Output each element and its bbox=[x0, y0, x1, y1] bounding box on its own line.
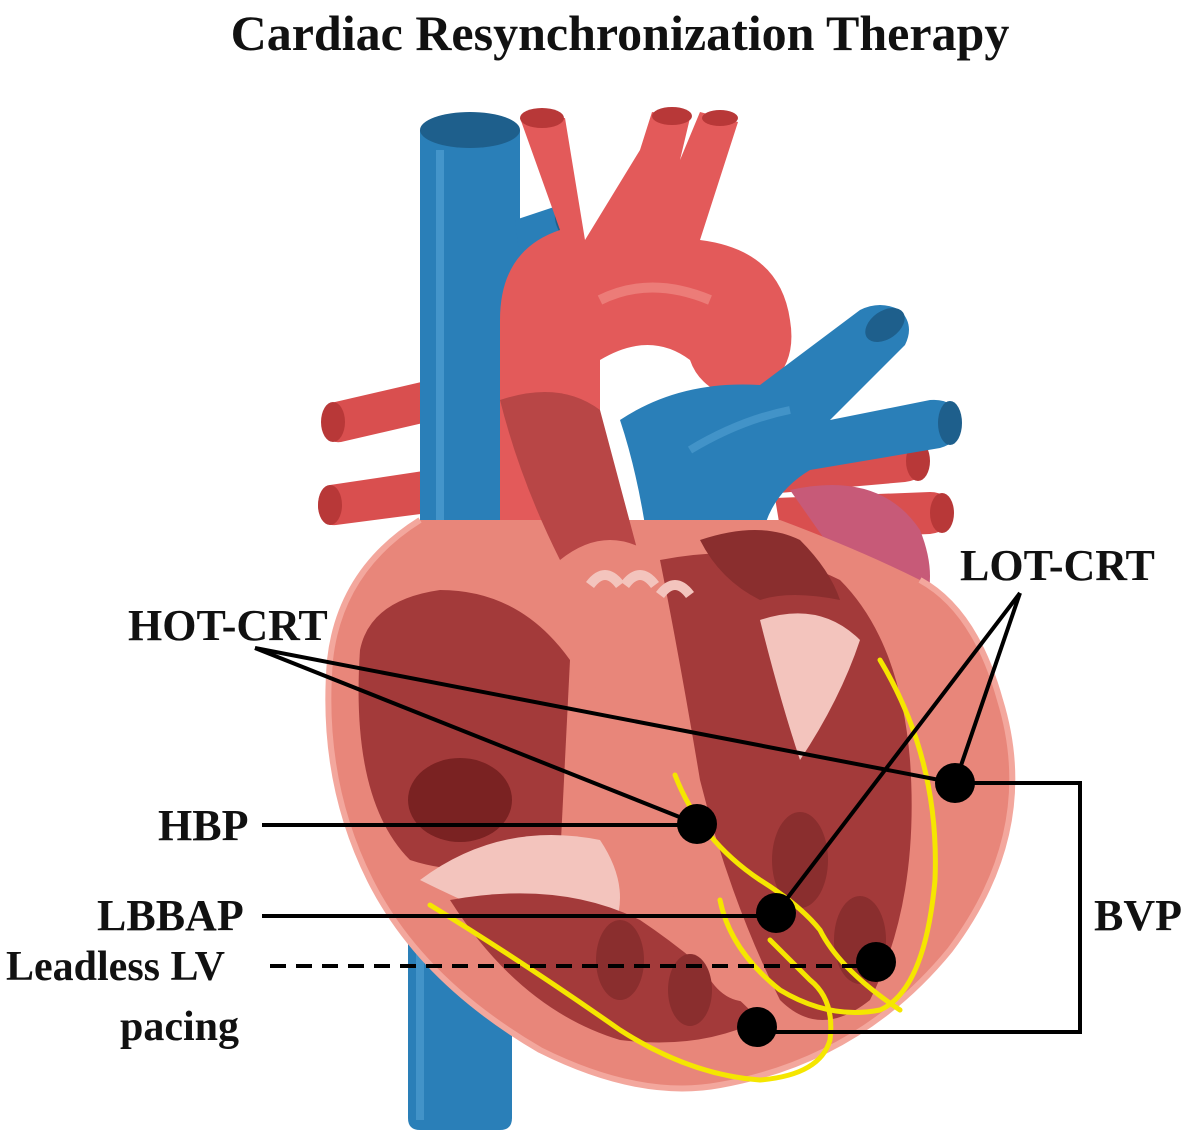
pacing-sites bbox=[677, 763, 975, 1047]
lot-crt-label: LOT-CRT bbox=[960, 541, 1155, 590]
diagram-title: Cardiac Resynchronization Therapy bbox=[231, 5, 1010, 61]
aortic-valve-cusps bbox=[586, 570, 694, 599]
bvp-label: BVP bbox=[1094, 891, 1182, 940]
hot-crt-label: HOT-CRT bbox=[128, 601, 328, 650]
hot-crt-line-hbp bbox=[254, 646, 698, 826]
pulmonary-trunk-interior bbox=[700, 530, 840, 600]
septum bbox=[560, 540, 760, 1002]
leadless-label-line1: Leadless LV bbox=[6, 944, 225, 990]
lbbap-site-marker bbox=[756, 893, 796, 933]
pulmonary-artery bbox=[620, 305, 962, 560]
heart-illustration bbox=[318, 107, 1016, 1130]
hot-crt-line-lv bbox=[254, 646, 956, 785]
pulmonary-veins-left bbox=[318, 380, 436, 526]
aortic-root bbox=[500, 392, 640, 580]
lv-lateral-site-marker bbox=[935, 763, 975, 803]
hbp-label: HBP bbox=[158, 801, 248, 850]
bvp-bracket bbox=[757, 781, 1082, 1034]
mitral-valve bbox=[760, 613, 860, 760]
leadless-site-marker bbox=[856, 942, 896, 982]
lot-crt-line-lbbap bbox=[774, 591, 1022, 915]
coronary-sinus-ostium bbox=[408, 758, 512, 842]
hbp-site-marker bbox=[677, 804, 717, 844]
leadless-label-line2: pacing bbox=[120, 1004, 239, 1050]
rv-site-marker bbox=[737, 1007, 777, 1047]
annotation-lines bbox=[254, 591, 1082, 1034]
lbbap-label: LBBAP bbox=[97, 891, 244, 940]
lot-crt-line-lv bbox=[953, 592, 1022, 784]
